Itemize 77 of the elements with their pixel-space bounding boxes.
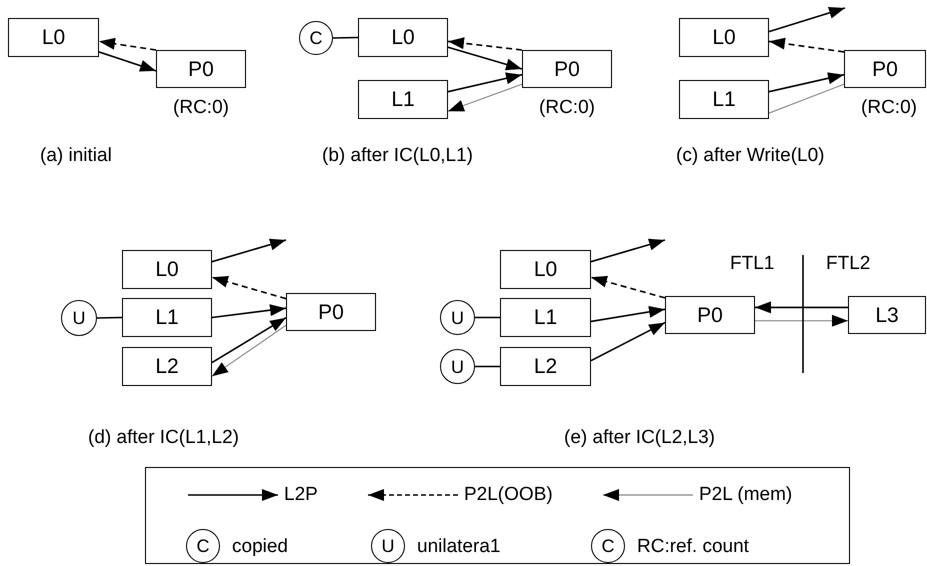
symbol-letter: U [72,309,86,327]
legend-label: RC:ref. count [637,536,749,556]
state-box [500,298,591,337]
box-label: L0 [712,27,736,48]
state-box [500,250,591,289]
state-box [122,347,212,386]
arrow [212,276,286,300]
arrow [590,322,666,362]
box-label: L1 [712,89,736,110]
state-box [358,80,448,119]
state-box [848,296,926,334]
box-label: P0 [697,304,723,326]
arrow [768,7,846,32]
box-label: L0 [42,27,66,48]
panel-caption: (a) initial [40,146,112,165]
box-label: L3 [875,304,899,326]
arrow [590,276,666,299]
arrow [590,238,666,262]
box-label: L0 [391,27,415,48]
arrow [448,72,522,92]
box-label: L2 [534,356,558,377]
legend-label: copied [232,536,288,556]
symbol-letter: C [310,29,322,47]
panel-caption: (c) after Write(L0) [676,146,825,165]
arrow [448,37,522,51]
arrow [755,301,848,314]
state-box [665,296,755,334]
arrow [448,46,522,70]
ref-count-label: (RC:0) [172,98,230,117]
region-label: FTL2 [826,254,870,273]
panel-caption: (e) after IC(L2,L3) [564,428,715,447]
arrow [98,51,156,72]
arrow [768,38,844,53]
region-label: FTL1 [730,254,774,273]
arrow [768,72,844,92]
arrow [212,304,286,318]
ref-count-label: (RC:0) [860,98,918,117]
state-box [500,347,591,386]
state-box [122,298,212,337]
symbol-letter: C [602,537,614,555]
state-box [8,18,99,57]
box-label: L1 [534,307,558,328]
arrow [212,324,286,377]
ref-count-label: (RC:0) [538,98,596,117]
state-box [679,18,769,57]
box-label: P0 [318,302,344,322]
box-label: L0 [155,259,179,280]
legend-label: unilatera1 [417,536,500,556]
box-label: L1 [391,89,415,110]
panel-caption: (d) after IC(L1,L2) [88,428,239,447]
panel-caption: (b) after IC(L0,L1) [322,146,473,165]
symbol-letter: C [196,537,210,555]
symbol-letter: U [451,358,464,376]
legend-label: L2P [284,485,318,504]
legend-label: P2L(OOB) [464,485,553,504]
state-box [679,80,769,119]
box-label: L2 [155,356,179,377]
arrow [590,306,666,322]
state-box [522,50,612,88]
symbol-letter: U [382,537,394,555]
state-box [286,293,376,331]
arrow [212,238,286,262]
legend-label: P2L (mem) [699,485,792,504]
state-box [156,50,246,88]
state-box [358,18,448,57]
arrow [98,38,156,51]
box-label: L0 [534,259,558,280]
symbol-letter: U [451,308,464,326]
arrow [448,84,522,112]
state-box [844,50,926,88]
state-box [122,250,212,289]
arrow [754,314,848,327]
box-label: P0 [188,58,214,80]
arrow [212,317,286,364]
box-label: L1 [155,307,179,328]
box-label: P0 [554,58,580,80]
box-label: P0 [872,58,898,80]
